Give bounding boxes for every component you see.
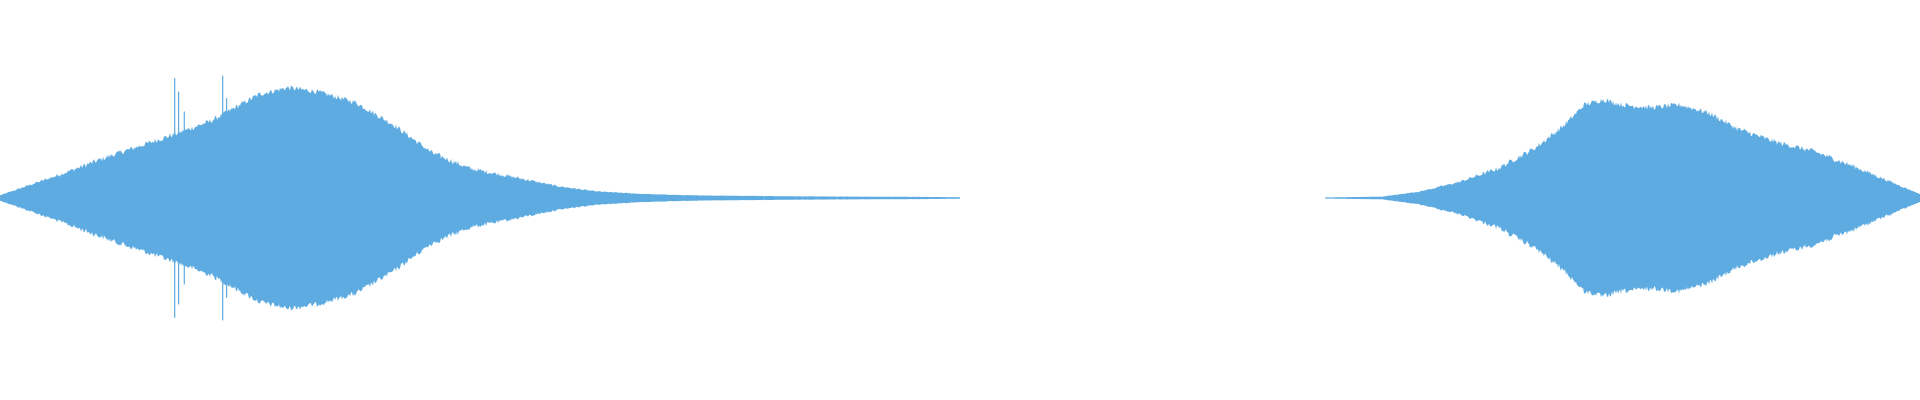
- waveform-segment-1: [0, 75, 960, 321]
- waveform-segment-2: [1325, 98, 1920, 298]
